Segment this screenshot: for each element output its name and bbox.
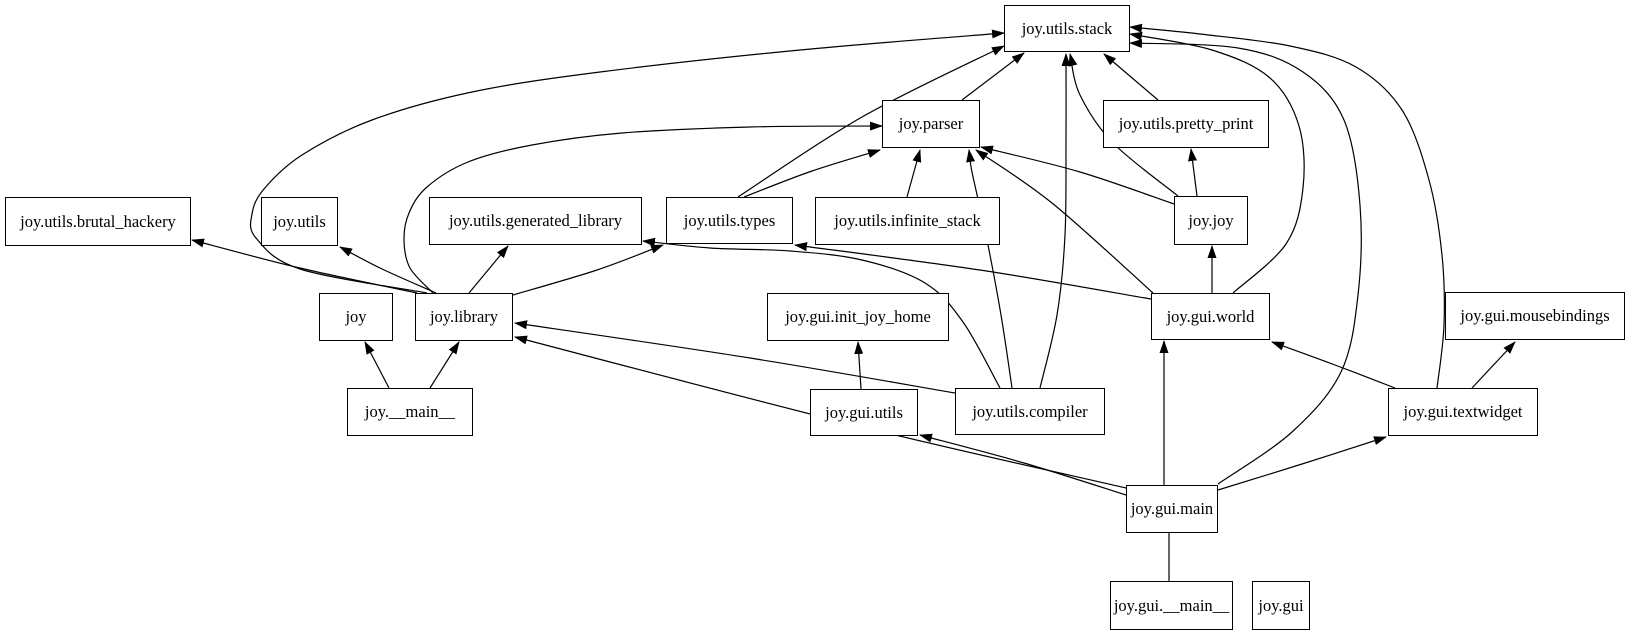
node-joy-gui-utils: joy.gui.utils: [810, 389, 918, 436]
edge-joy.gui.textwidget-to-joy.utils.stack: [1129, 23, 1445, 389]
edge-joy.utils.types-to-joy.parser: [743, 149, 881, 198]
node-label: joy.utils.infinite_stack: [834, 211, 981, 230]
edge-joy.gui.world-to-joy.utils.types: [794, 242, 1152, 300]
edge-joy.gui.main-to-joy.gui.textwidget: [1217, 436, 1387, 491]
node-joy-gui-main-main: joy.gui.__main__: [1110, 581, 1233, 630]
edge-joy.gui.world-to-joy.utils.stack: [1129, 31, 1305, 294]
node-joy-main: joy.__main__: [347, 388, 473, 436]
edge-joy.gui.main-to-joy.utils.stack: [1129, 39, 1362, 485]
edge-joy.library-to-joy.parser: [403, 121, 883, 294]
node-label: joy.parser: [898, 114, 964, 133]
node-label: joy.gui.mousebindings: [1460, 306, 1610, 325]
node-joy-gui-mousebindings: joy.gui.mousebindings: [1445, 292, 1625, 340]
node-label: joy.gui.main: [1130, 499, 1214, 518]
edge-joy.library-to-joy.utils: [339, 246, 437, 294]
node-joy-utils-compiler: joy.utils.compiler: [955, 388, 1105, 435]
node-label: joy: [345, 307, 367, 326]
node-label: joy.utils: [273, 211, 326, 231]
edge-joy.parser-to-joy.utils.stack: [961, 52, 1025, 101]
edge-joy.joy-to-joy.parser: [980, 145, 1175, 205]
edge-joy.library-to-joy.utils.brutal_hackery: [191, 238, 418, 294]
edge-joy.utils.pretty_print-to-joy.utils.stack: [1103, 53, 1159, 101]
edge-joy.utils.compiler-to-joy.utils.generated_library: [642, 237, 1001, 389]
edge-joy.utils.types-to-joy.utils.stack: [737, 45, 1005, 198]
node-joy-utils-generated-library: joy.utils.generated_library: [429, 197, 642, 245]
node-joy-utils-types: joy.utils.types: [666, 197, 793, 244]
node-joy-utils-brutal-hackery: joy.utils.brutal_hackery: [5, 197, 191, 246]
node-label: joy.joy: [1188, 210, 1234, 230]
node-joy-gui-main: joy.gui.main: [1126, 485, 1218, 533]
edge-joy.joy-to-joy.utils.pretty_print: [1188, 148, 1198, 197]
node-label: joy.utils.types: [683, 210, 776, 230]
node-joy-gui-textwidget: joy.gui.textwidget: [1388, 388, 1538, 436]
edge-joy.joy-to-joy.utils.stack: [1068, 53, 1179, 197]
edge-joy.utils.infinite_stack-to-joy.parser: [906, 149, 922, 198]
node-label: joy.utils.compiler: [972, 401, 1088, 421]
node-label: joy.utils.generated_library: [448, 211, 623, 230]
edge-joy.gui.world-to-joy.parser: [975, 149, 1154, 294]
node-label: joy.utils.stack: [1021, 18, 1113, 38]
node-joy-parser: joy.parser: [882, 100, 980, 148]
node-label: joy.gui.utils: [825, 402, 903, 422]
edge-joy.gui.textwidget-to-joy.gui.world: [1271, 341, 1396, 389]
edge-joy.gui.utils-to-joy.gui.init_joy_home: [854, 341, 864, 390]
node-joy-utils-pretty-print: joy.utils.pretty_print: [1103, 100, 1269, 148]
edge-joy.gui.textwidget-to-joy.gui.mousebindings: [1471, 341, 1516, 389]
node-joy-utils-stack: joy.utils.stack: [1004, 5, 1130, 52]
node-joy-utils: joy.utils: [261, 197, 338, 246]
node-label: joy.gui: [1258, 595, 1304, 615]
node-label: joy.gui.world: [1166, 306, 1255, 326]
node-joy-library: joy.library: [415, 293, 513, 341]
edge-joy.library-to-joy.utils.types: [512, 244, 664, 296]
node-label: joy.utils.pretty_print: [1118, 114, 1254, 133]
node-label: joy.gui.__main__: [1113, 595, 1230, 615]
edge-joy.utils.compiler-to-joy.library: [514, 320, 956, 394]
edge-joy.__main__-to-joy: [364, 341, 390, 389]
edge-joy.utils.compiler-to-joy.utils.stack: [1039, 53, 1071, 389]
node-label: joy.utils.brutal_hackery: [20, 211, 176, 231]
node-label: joy.gui.init_joy_home: [785, 307, 931, 326]
node-joy-gui-init-joy-home: joy.gui.init_joy_home: [767, 293, 949, 341]
node-label: joy.library: [429, 307, 499, 326]
edge-joy.library-to-joy.utils.stack: [249, 29, 1005, 294]
edge-joy.library-to-joy.utils.generated_library: [468, 245, 509, 294]
node-joy-gui-world: joy.gui.world: [1151, 293, 1270, 340]
node-joy-utils-infinite-stack: joy.utils.infinite_stack: [815, 197, 1000, 245]
node-label: joy.__main__: [364, 402, 456, 421]
edge-joy.gui.main-to-joy.gui.utils: [919, 433, 1127, 496]
edge-joy.__main__-to-joy.library: [429, 341, 460, 389]
node-joy-gui: joy.gui: [1252, 581, 1310, 630]
node-joy-joy: joy.joy: [1174, 196, 1248, 245]
node-joy: joy: [319, 293, 393, 341]
node-label: joy.gui.textwidget: [1403, 402, 1523, 421]
